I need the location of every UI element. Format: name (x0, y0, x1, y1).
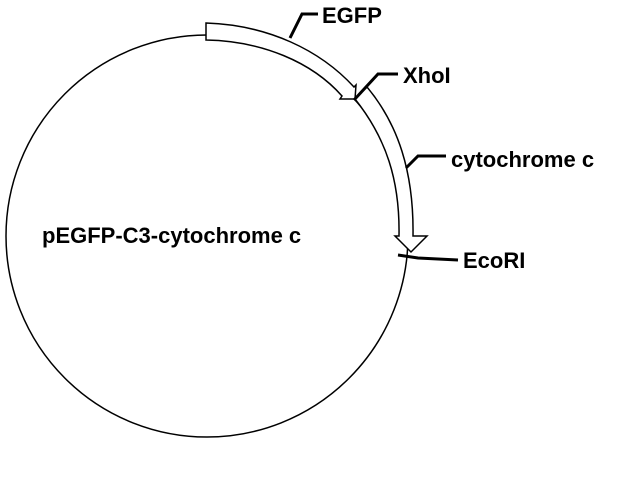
cytochrome-c-leader-line (404, 154, 446, 170)
egfp-arrow (205, 22, 357, 100)
ecori-label: EcoRI (463, 248, 525, 273)
cytochrome-c-arrow (353, 85, 429, 254)
egfp-leader-line (288, 12, 318, 39)
ecori-leader-line (397, 253, 459, 262)
xhoi-leader-line (352, 72, 398, 102)
plasmid-name: pEGFP-C3-cytochrome c (42, 223, 301, 248)
xhoi-label: XhoI (403, 63, 451, 88)
cytochrome-c-label: cytochrome c (451, 147, 594, 172)
egfp-label: EGFP (322, 3, 382, 28)
